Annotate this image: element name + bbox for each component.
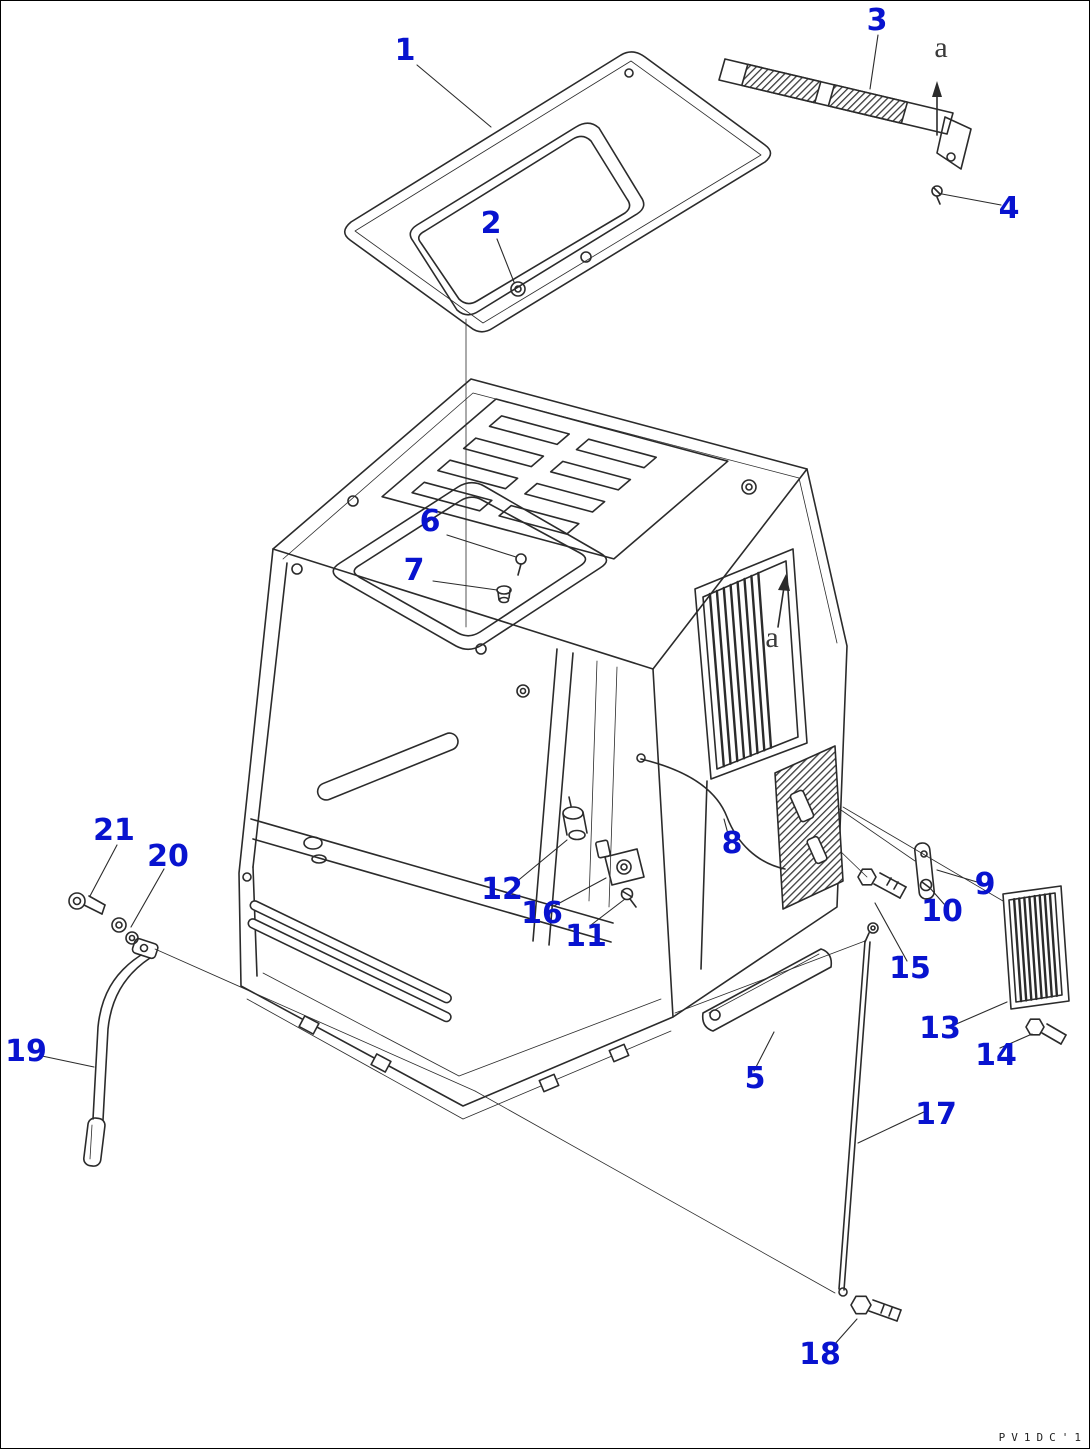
callout-19: 19 xyxy=(5,1034,47,1069)
part-bolt-15 xyxy=(857,868,907,899)
part-bolt-14 xyxy=(1025,1018,1067,1045)
callout-17: 17 xyxy=(915,1097,957,1132)
callout-12: 12 xyxy=(481,872,523,907)
sunroof-opening xyxy=(332,481,608,651)
cab-body xyxy=(238,378,848,1120)
callout-5: 5 xyxy=(744,1061,766,1096)
part-rod-17 xyxy=(838,922,879,1297)
part-mount-12 xyxy=(562,796,588,841)
callout-a-22: a xyxy=(765,621,779,654)
callout-2: 2 xyxy=(480,206,502,241)
callout-16: 16 xyxy=(521,896,563,931)
front-handle xyxy=(316,732,459,801)
part-wiper-arm-19 xyxy=(83,937,159,1167)
callout-11: 11 xyxy=(565,919,607,954)
callout-a-21: a xyxy=(934,31,948,64)
part-plate-16 xyxy=(604,848,645,886)
part-roof-panel xyxy=(343,51,772,333)
callout-9: 9 xyxy=(974,867,996,902)
window-louvers xyxy=(708,571,773,768)
view-arrow-a-top xyxy=(932,81,942,136)
callout-15: 15 xyxy=(889,951,931,986)
callout-3: 3 xyxy=(866,3,888,38)
callout-1: 1 xyxy=(394,33,416,68)
part-cable-8 xyxy=(636,753,786,870)
part-bolt-6 xyxy=(515,553,527,576)
callout-4: 4 xyxy=(998,191,1020,226)
callout-7: 7 xyxy=(403,553,425,588)
drawing-code: PV1DC'1 xyxy=(998,1431,1087,1444)
callout-8: 8 xyxy=(721,826,743,861)
callout-10: 10 xyxy=(921,894,963,929)
part-grille-13 xyxy=(1002,885,1070,1010)
part-washers-20 xyxy=(111,917,139,945)
part-bolt-11 xyxy=(620,887,637,908)
door-recessed-panel xyxy=(700,745,844,970)
part-bracket-9 xyxy=(914,842,935,900)
callout-14: 14 xyxy=(975,1038,1017,1073)
right-window xyxy=(694,548,808,780)
callout-21: 21 xyxy=(93,813,135,848)
part-screw-4 xyxy=(931,185,943,205)
callout-13: 13 xyxy=(919,1011,961,1046)
view-arrow-a-window xyxy=(777,574,790,628)
roof-rib-panel xyxy=(381,398,729,560)
part-bolt-18 xyxy=(850,1295,902,1322)
callout-18: 18 xyxy=(799,1337,841,1372)
callout-20: 20 xyxy=(147,839,189,874)
part-grommet-7 xyxy=(496,585,512,604)
part-bolt-21 xyxy=(68,892,106,915)
part-cover-5 xyxy=(701,948,833,1032)
callout-6: 6 xyxy=(419,504,441,539)
part-rail-strip xyxy=(718,58,972,170)
part-roof-grommet xyxy=(510,281,526,297)
part-screw-10 xyxy=(919,878,933,892)
leader-lines xyxy=(41,34,1033,1346)
